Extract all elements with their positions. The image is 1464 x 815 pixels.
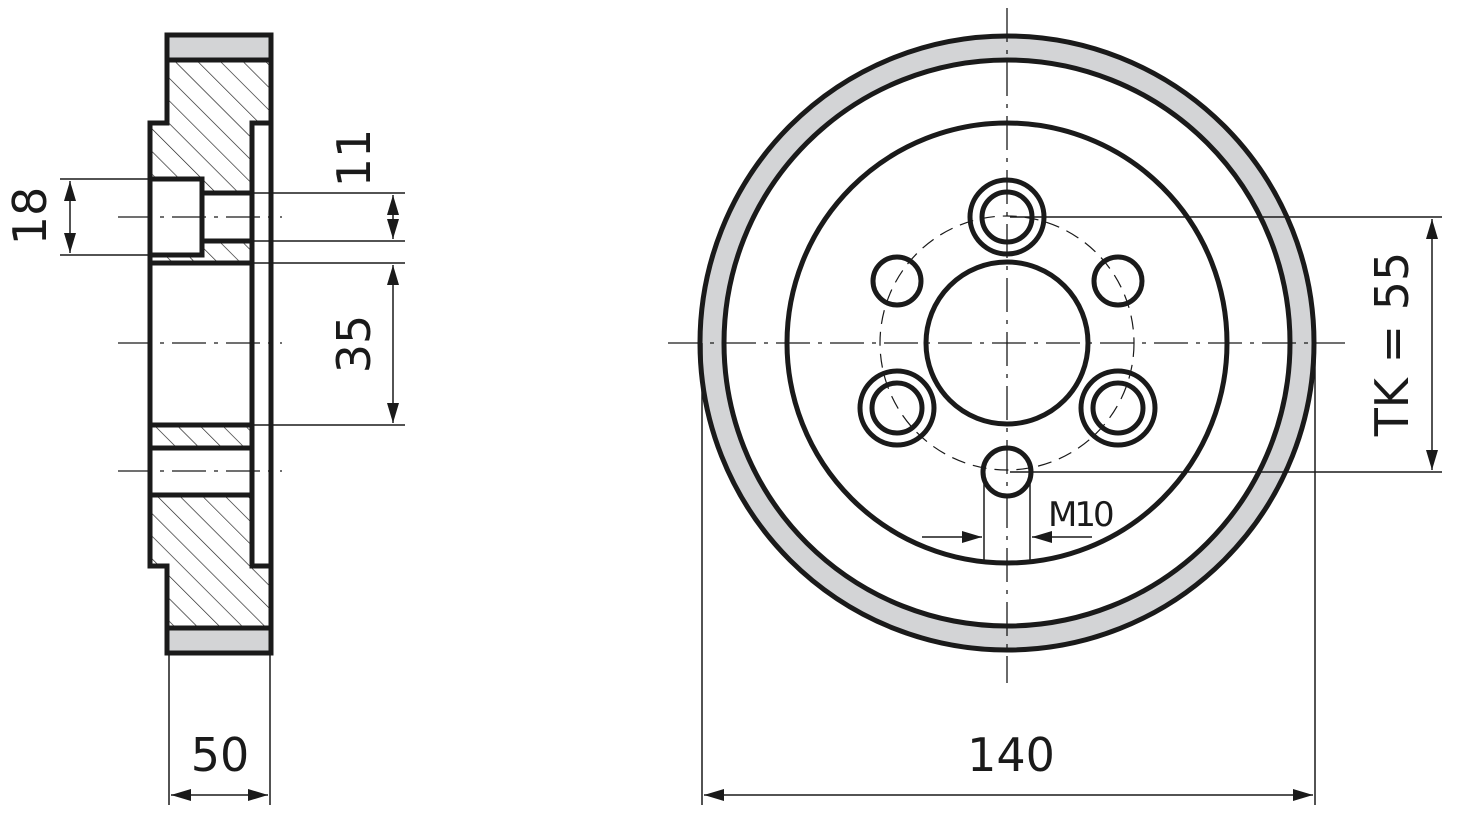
front-view [668, 8, 1345, 683]
dimension-18: 18 [3, 178, 150, 256]
dim-11-label: 11 [327, 129, 381, 188]
dim-35-label: 35 [327, 315, 381, 374]
dimension-tk55: TK = 55 [1010, 216, 1442, 473]
dimension-11: 11 [252, 129, 405, 242]
center-bore [150, 263, 252, 425]
dimension-35: 35 [252, 262, 405, 426]
side-slot [252, 123, 271, 566]
dimension-50: 50 [168, 655, 271, 805]
dim-tk-label: TK = 55 [1365, 252, 1419, 438]
tread-bottom [169, 628, 269, 651]
dim-18-label: 18 [3, 187, 57, 246]
dim-50-label: 50 [191, 728, 250, 782]
dim-140-label: 140 [967, 728, 1055, 782]
dimension-140: 140 [701, 343, 1316, 805]
dimension-m10: M10 [922, 472, 1116, 562]
side-section-view [118, 32, 282, 656]
dim-m10-label: M10 [1048, 495, 1113, 535]
tread-top [169, 37, 269, 60]
